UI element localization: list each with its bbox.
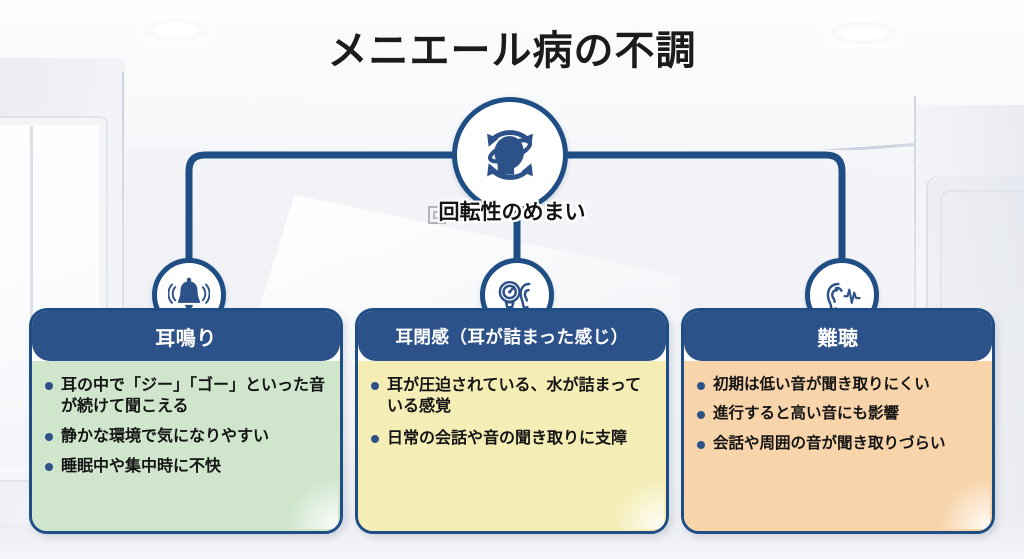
card-hearing-loss: 難聴 初期は低い音が聞き取りにくい 進行すると高い音にも影響 会話や周囲の音が聞… — [681, 308, 995, 534]
list-item: 初期は低い音が聞き取りにくい — [694, 375, 980, 395]
card-heading-tinnitus: 耳鳴り — [32, 311, 340, 361]
left-wall-corner — [122, 72, 124, 542]
bell-ringing-icon — [168, 277, 210, 309]
orbit-arrowhead — [496, 154, 509, 164]
list-item: 日常の会話や音の聞き取りに支障 — [368, 428, 654, 449]
page-title: メニエール病の不調 — [327, 29, 697, 73]
ceiling-downlight-right — [830, 22, 898, 44]
arrowhead-bottom-right — [521, 163, 533, 177]
card-body-ear-fullness: 耳が圧迫されている、水が詰まっている感覚 日常の会話や音の聞き取りに支障 — [358, 361, 666, 531]
list-item: 進行すると高い音にも影響 — [694, 404, 980, 424]
card-tinnitus: 耳鳴り 耳の中で「ジー」「ゴー」といった音が続けて聞こえる 静かな環境で気になり… — [29, 308, 343, 534]
arrowhead-bottom-left — [487, 163, 499, 177]
bullet-list-ear-fullness: 耳が圧迫されている、水が詰まっている感覚 日常の会話や音の聞き取りに支障 — [368, 375, 654, 449]
list-item: 耳が圧迫されている、水が詰まっている感覚 — [368, 375, 654, 417]
window-mullion — [30, 126, 33, 456]
list-item: 静かな環境で気になりやすい — [42, 426, 328, 447]
orbit-ring — [487, 138, 533, 164]
center-node-label: 回転性のめまい — [438, 201, 586, 224]
arrowhead-top-left — [487, 133, 499, 147]
bullet-list-hearing-loss: 初期は低い音が聞き取りにくい 進行すると高い音にも影響 会話や周囲の音が聞き取り… — [694, 375, 980, 454]
head-with-rotating-arrows-icon — [487, 130, 533, 180]
bullet-list-tinnitus: 耳の中で「ジー」「ゴー」といった音が続けて聞こえる 静かな環境で気になりやすい … — [42, 375, 328, 477]
card-heading-ear-fullness: 耳閉感（耳が詰まった感じ） — [358, 311, 666, 361]
soundwave-line — [843, 288, 861, 304]
ceiling-downlight-left — [142, 19, 210, 41]
card-body-hearing-loss: 初期は低い音が聞き取りにくい 進行すると高い音にも影響 会話や周囲の音が聞き取り… — [684, 361, 992, 531]
list-item: 睡眠中や集中時に不快 — [42, 456, 328, 477]
card-heading-hearing-loss: 難聴 — [684, 311, 992, 361]
card-ear-fullness: 耳閉感（耳が詰まった感じ） 耳が圧迫されている、水が詰まっている感覚 日常の会話… — [355, 308, 669, 534]
center-node — [452, 97, 568, 213]
card-body-tinnitus: 耳の中で「ジー」「ゴー」といった音が続けて聞こえる 静かな環境で気になりやすい … — [32, 361, 340, 531]
pressure-gauge-ear-icon — [498, 280, 531, 309]
list-item: 会話や周囲の音が聞き取りづらい — [694, 434, 980, 454]
list-item: 耳の中で「ジー」「ゴー」といった音が続けて聞こえる — [42, 375, 328, 417]
